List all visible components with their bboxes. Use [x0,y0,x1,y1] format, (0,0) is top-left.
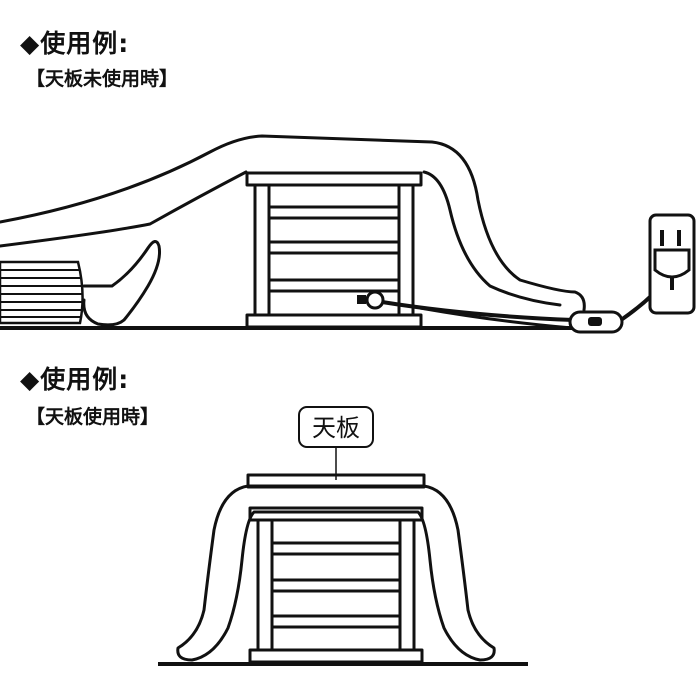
tabletop-callout: 天板 [298,406,374,480]
cord-socket [365,290,385,310]
usage-example-heading-1: ◆使用例: [20,29,130,58]
legs-trousers [0,260,84,325]
scene-tabletop-unused [0,134,696,334]
heater-unit [245,171,423,329]
futon-blanket [0,134,586,312]
tabletop-unused-subheading: 【天板未使用時】 [26,68,179,90]
cord-plug-square [357,295,366,304]
heater-unit-2 [248,506,424,664]
wall-outlet [648,213,696,315]
usage-example-heading-2: ◆使用例: [20,365,130,394]
tabletop-callout-label: 天板 [312,414,360,442]
power-cord [381,300,575,322]
tabletop-used-subheading: 【天板使用時】 [26,406,160,428]
scene-tabletop-used: 天板 [158,406,528,666]
foot [82,240,161,327]
futon-blanket-2 [176,484,496,662]
inline-switch[interactable] [568,310,624,334]
